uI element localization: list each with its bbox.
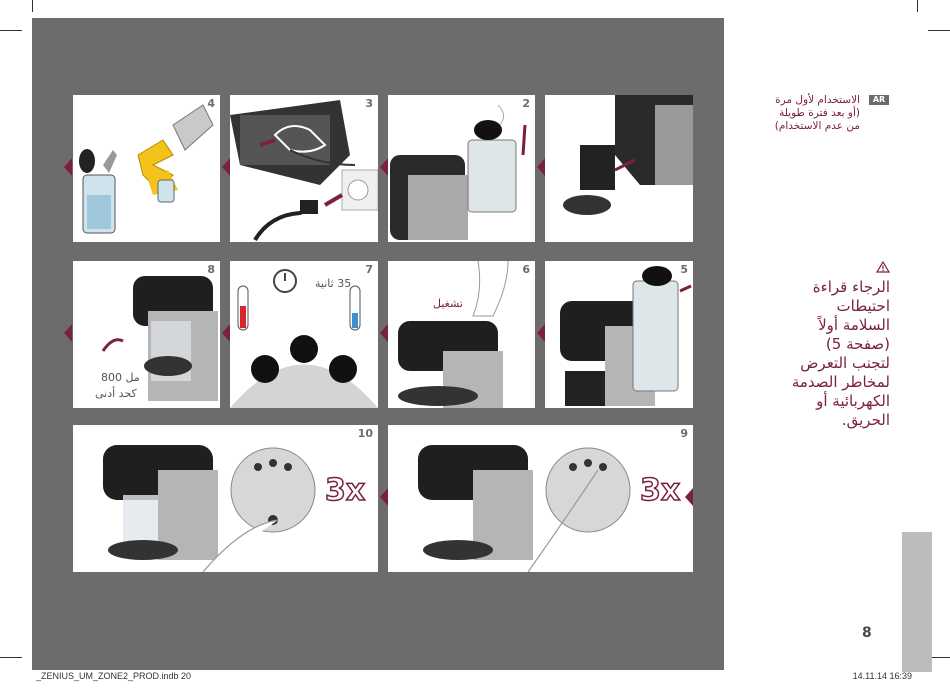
step-9-illustration: [418, 445, 631, 572]
water-minimum-label: 800 مل: [101, 371, 140, 384]
press-count-label: 3x: [324, 472, 366, 509]
chevron-left-icon: [537, 324, 545, 342]
preheat-time-label: 35 ثانية: [315, 277, 352, 290]
chevron-left-icon: [380, 158, 388, 176]
step-number: 8: [207, 263, 215, 276]
chevron-left-icon: [64, 158, 72, 176]
crop-mark: [917, 0, 918, 12]
step-number: 2: [522, 97, 530, 110]
step-1-illustration: [563, 95, 693, 215]
step-5-panel: 5: [545, 261, 693, 408]
chevron-left-icon: [380, 324, 388, 342]
step-number: 10: [357, 427, 373, 440]
language-badge: AR: [869, 95, 889, 105]
step-6-panel: تشغيل 6: [388, 261, 535, 408]
step-number: 4: [207, 97, 215, 110]
crop-mark: [0, 30, 22, 31]
chevron-left-icon: [222, 324, 230, 342]
crop-mark: [32, 0, 33, 12]
chevron-left-icon: [685, 488, 693, 506]
step-3-panel: 3: [230, 95, 378, 242]
step-number: 3: [365, 97, 373, 110]
step-5-illustration: [560, 266, 692, 406]
step-2-illustration: [390, 104, 527, 240]
step-4-illustration: [79, 104, 214, 234]
crop-mark: [0, 657, 22, 658]
first-use-line: من عدم الاستخدام): [774, 120, 860, 132]
step-6-illustration: [398, 261, 509, 408]
side-tab: [902, 532, 932, 672]
step-number: 5: [680, 263, 688, 276]
step-10-panel: 3x 10: [73, 425, 378, 572]
step-1-panel: [545, 95, 693, 242]
step-7-illustration: [230, 269, 378, 408]
step-2-panel: 2: [388, 95, 535, 242]
step-8-panel: 800 مل كحد أدنى 8: [73, 261, 220, 408]
water-minimum-label-2: كحد أدنى: [95, 387, 137, 400]
step-3-illustration: [230, 100, 378, 242]
chevron-left-icon: [222, 158, 230, 176]
chevron-left-icon: [64, 324, 72, 342]
step-number: 9: [680, 427, 688, 440]
chevron-left-icon: [380, 488, 388, 506]
step-number: 6: [522, 263, 530, 276]
power-on-label: تشغيل: [433, 297, 463, 310]
first-use-line: الاستخدام لأول مرة: [775, 94, 860, 106]
safety-warning-text: الرجاء قراءة احتيطات السلامة أولاً (صفحة…: [791, 278, 890, 429]
press-count-label: 3x: [639, 472, 681, 509]
crop-mark: [928, 657, 950, 658]
footer-date: 14.11.14 16:39: [852, 671, 912, 681]
warning-icon: [876, 261, 890, 273]
first-use-line: (أو بعد فترة طويلة: [779, 107, 860, 119]
step-4-panel: 4: [73, 95, 220, 242]
step-9-panel: 3x 9: [388, 425, 693, 572]
crop-mark: [928, 30, 950, 31]
step-10-illustration: [103, 445, 316, 572]
footer-file-info: _ZENIUS_UM_ZONE2_PROD.indb 20: [36, 671, 192, 681]
step-8-illustration: [101, 276, 218, 401]
step-number: 7: [365, 263, 373, 276]
chevron-left-icon: [537, 158, 545, 176]
step-7-panel: 35 ثانية 7: [230, 261, 378, 408]
first-use-heading: الاستخدام لأول مرة (أو بعد فترة طويلة من…: [740, 94, 860, 133]
page-number: 8: [862, 625, 872, 641]
